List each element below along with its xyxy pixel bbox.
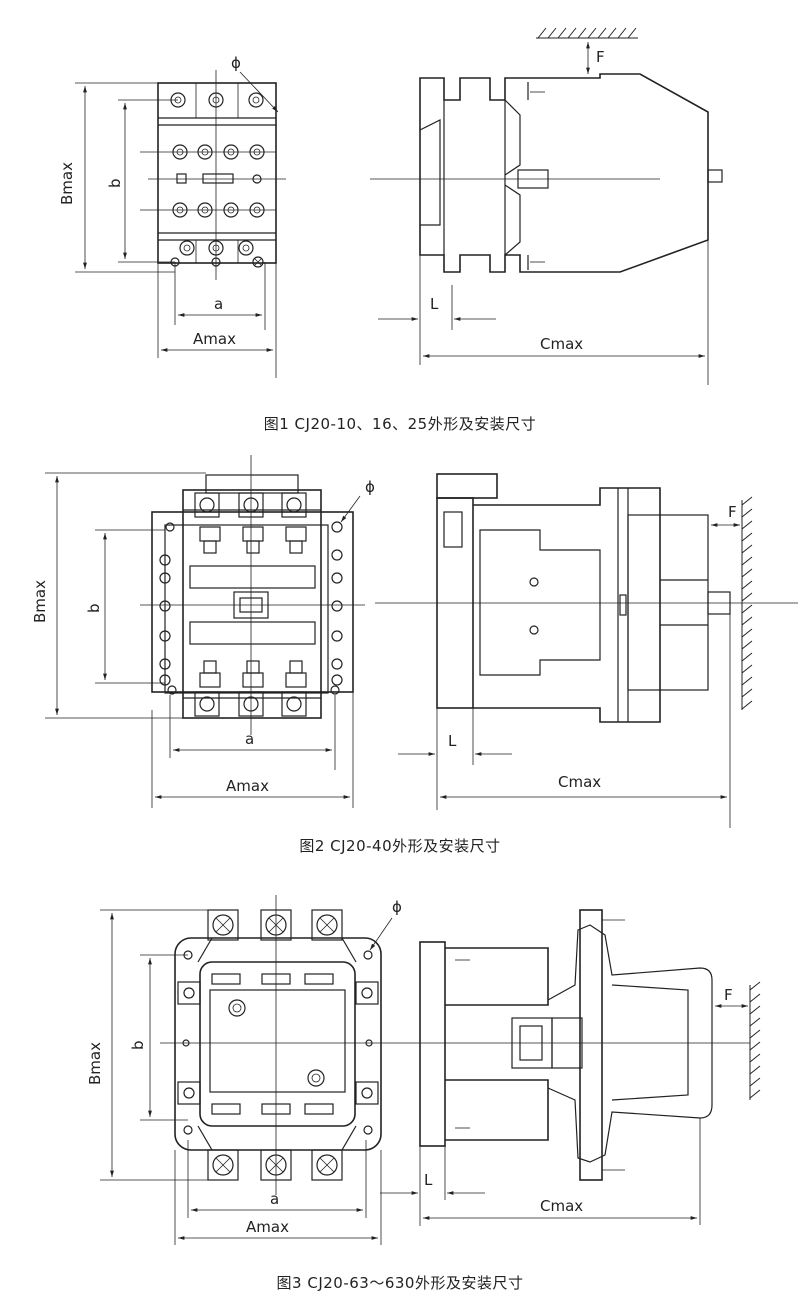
svg-text:Cmax: Cmax xyxy=(540,1197,583,1215)
figure-1-caption: 图1 CJ20-10、16、25外形及安装尺寸 xyxy=(263,415,537,433)
fig3-side-view xyxy=(395,909,761,1181)
svg-text:L: L xyxy=(448,732,457,750)
fig3-dimension-l: L xyxy=(380,1146,485,1226)
svg-text:Bmax: Bmax xyxy=(58,162,76,205)
fig1-front-view xyxy=(140,70,286,280)
fig2-phi-leader xyxy=(340,495,361,523)
fig2-dimension-b: b xyxy=(85,529,165,684)
svg-text:a: a xyxy=(214,295,223,313)
svg-text:a: a xyxy=(270,1190,279,1208)
fig2-phi-label: ϕ xyxy=(365,478,375,496)
fig1-dimension-bmax: Bmax xyxy=(58,82,175,273)
svg-text:b: b xyxy=(129,1040,147,1050)
fig1-f-label: F xyxy=(596,48,605,66)
fig2-dimension-cmax: Cmax xyxy=(440,614,731,828)
figure-2-caption: 图2 CJ20-40外形及安装尺寸 xyxy=(299,837,501,855)
svg-text:Amax: Amax xyxy=(246,1218,289,1236)
fig3-front-view xyxy=(160,895,395,1195)
fig1-dimension-cmax: Cmax xyxy=(423,240,709,385)
fig1-phi-label: ϕ xyxy=(231,54,241,72)
svg-text:L: L xyxy=(424,1171,433,1189)
fig1-phi-leader xyxy=(239,71,279,113)
fig3-phi-label: ϕ xyxy=(392,898,402,916)
fig2-dimension-a: a xyxy=(169,695,336,770)
fig3-dimension-a: a xyxy=(187,1140,367,1218)
fig1-dimension-l: L xyxy=(378,255,496,365)
fig3-phi-leader xyxy=(369,917,393,951)
fig1-dimension-amax: Amax xyxy=(157,263,277,378)
fig2-dimension-amax: Amax xyxy=(151,692,354,808)
fig2-dimension-bmax: Bmax xyxy=(31,472,206,719)
fig2-front-view xyxy=(140,455,365,735)
fig3-dimension-b: b xyxy=(129,954,188,1121)
fig1-dimension-a: a xyxy=(174,262,266,330)
fig2-f-label: F xyxy=(728,503,737,521)
svg-text:Bmax: Bmax xyxy=(31,580,49,623)
figure-3-caption: 图3 CJ20-63～630外形及安装尺寸 xyxy=(276,1274,524,1292)
svg-text:Cmax: Cmax xyxy=(540,335,583,353)
fig3-dimension-cmax: Cmax xyxy=(423,1118,701,1225)
fig1-side-view xyxy=(370,27,723,273)
figure-2-drawing: ϕ Bmax b a Amax xyxy=(31,455,798,828)
svg-text:a: a xyxy=(245,730,254,748)
fig2-side-view xyxy=(375,473,798,723)
fig3-dimension-amax: Amax xyxy=(174,1150,382,1245)
svg-text:Bmax: Bmax xyxy=(86,1042,104,1085)
svg-text:b: b xyxy=(106,178,124,188)
fig3-f-label: F xyxy=(724,986,733,1004)
svg-text:Cmax: Cmax xyxy=(558,773,601,791)
svg-text:Amax: Amax xyxy=(193,330,236,348)
svg-text:L: L xyxy=(430,295,439,313)
figure-1-drawing: ϕ Bmax b a Amax xyxy=(58,27,723,385)
fig2-dimension-l: L xyxy=(398,708,512,810)
fig1-dimension-b: b xyxy=(106,99,178,263)
fig3-dimension-bmax: Bmax xyxy=(86,909,208,1181)
svg-text:b: b xyxy=(85,603,103,613)
svg-text:Amax: Amax xyxy=(226,777,269,795)
figure-3-drawing: ϕ Bmax b a Amax xyxy=(86,895,761,1245)
